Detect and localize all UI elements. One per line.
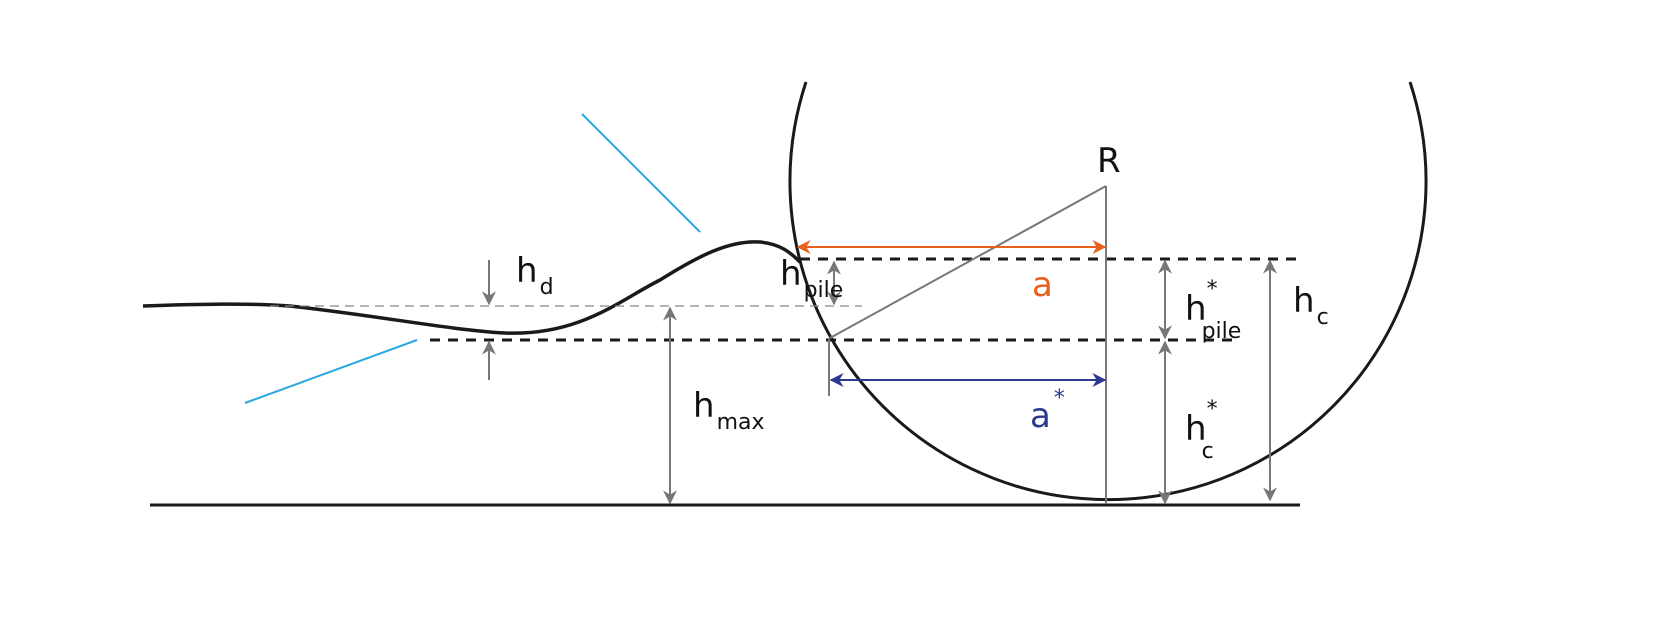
surface-profile (142, 240, 802, 335)
label-h-pile-star: h*pile (1185, 277, 1241, 344)
label-a: a (1032, 265, 1053, 305)
label-R: R (1097, 141, 1121, 181)
wheel-circle (788, 81, 1428, 502)
radius-line (829, 185, 1107, 339)
pointer-line (581, 113, 701, 233)
label-h-max: hmax (693, 386, 765, 435)
label-h-d: hd (516, 251, 554, 300)
label-h-c: hc (1293, 281, 1329, 330)
label-a-star: a* (1030, 386, 1065, 436)
pointer-line (244, 339, 418, 404)
label-h-pile: hpile (780, 254, 843, 303)
label-h-c-star: h*c (1185, 397, 1218, 464)
